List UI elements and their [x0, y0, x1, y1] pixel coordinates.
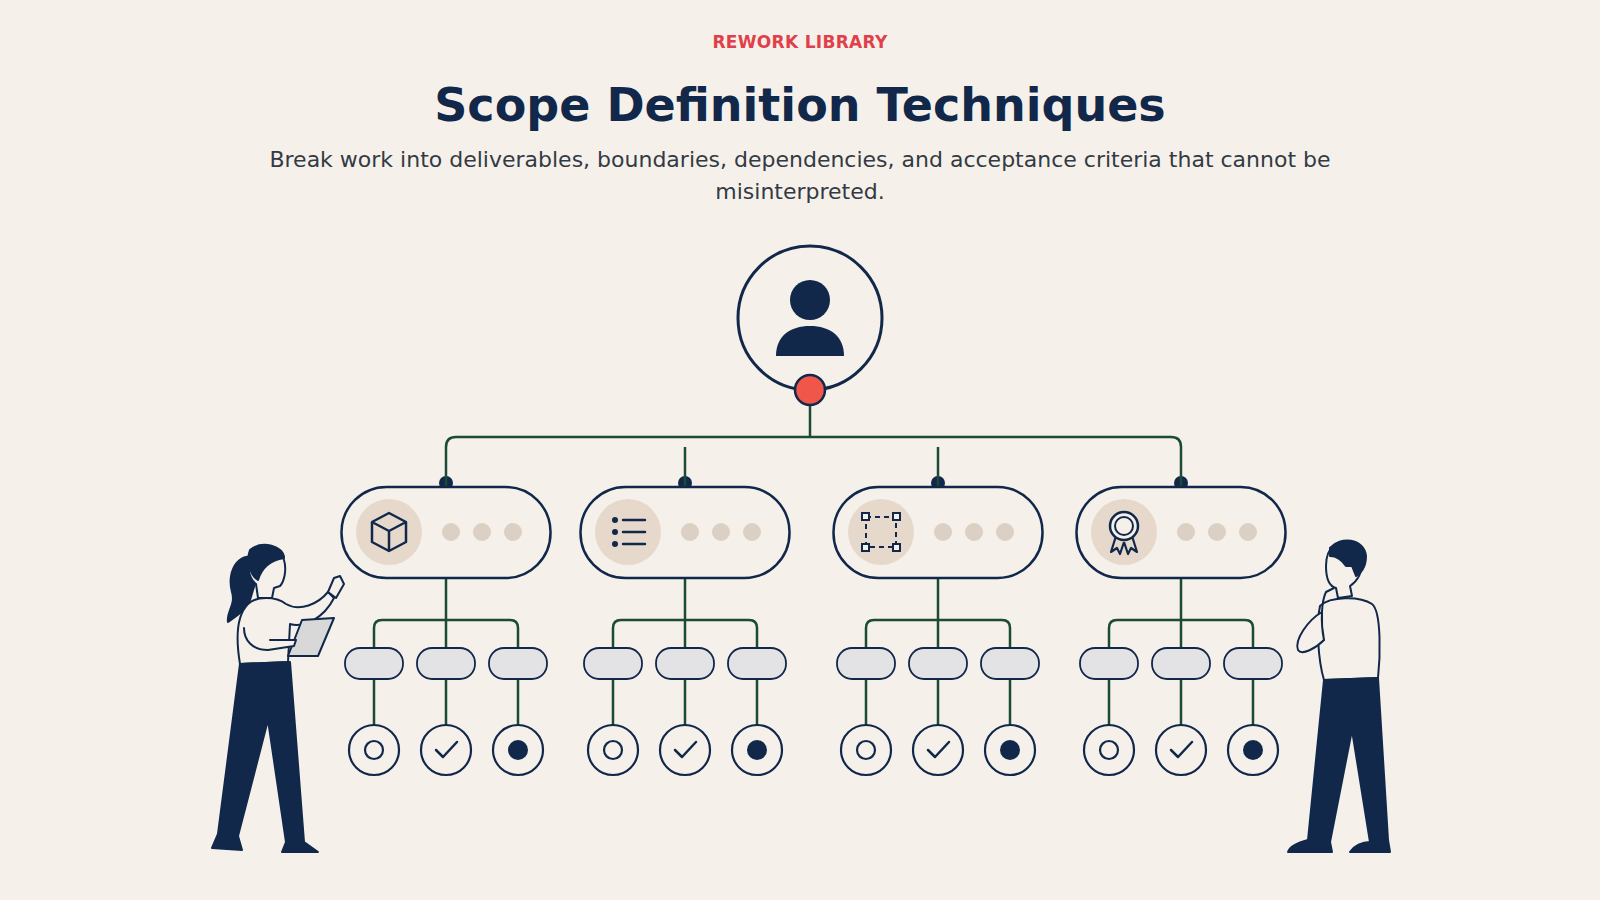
placeholder-dot	[442, 523, 460, 541]
status-circle	[1084, 725, 1134, 775]
red-dot	[795, 375, 825, 405]
status-circle	[1228, 725, 1278, 775]
status-circle	[913, 725, 963, 775]
icon-badge	[1091, 499, 1157, 565]
task-pill	[1152, 648, 1210, 679]
task-pill	[728, 648, 786, 679]
status-filled	[1000, 740, 1020, 760]
drop-line	[684, 447, 687, 487]
person-body	[776, 326, 844, 356]
placeholder-dot	[473, 523, 491, 541]
category-pill	[1077, 487, 1286, 578]
status-circle	[349, 725, 399, 775]
woman-figure	[212, 545, 344, 852]
status-circle	[421, 725, 471, 775]
task-pill	[909, 648, 967, 679]
status-filled	[1243, 740, 1263, 760]
status-circle	[588, 725, 638, 775]
page-caption: Break work into deliverables, boundaries…	[260, 144, 1340, 208]
status-check	[675, 742, 696, 757]
category-pill	[834, 487, 1043, 578]
person-head	[790, 280, 830, 320]
task-pill	[837, 648, 895, 679]
icon-badge	[848, 499, 914, 565]
category-icon	[1110, 512, 1138, 554]
task-pill	[1224, 648, 1282, 679]
category-icon	[372, 513, 406, 551]
status-open	[857, 741, 875, 759]
drop-line	[1180, 447, 1183, 487]
eyebrow-label: REWORK LIBRARY	[0, 32, 1600, 52]
status-check	[1171, 742, 1192, 757]
status-open	[604, 741, 622, 759]
status-circle	[660, 725, 710, 775]
status-open	[365, 741, 383, 759]
tree-diagram	[342, 246, 1286, 775]
task-pill	[981, 648, 1039, 679]
status-circle	[1156, 725, 1206, 775]
icon-badge	[595, 499, 661, 565]
status-filled	[747, 740, 767, 760]
placeholder-dot	[743, 523, 761, 541]
status-circle	[841, 725, 891, 775]
task-pill	[656, 648, 714, 679]
task-pill	[345, 648, 403, 679]
category-pill	[581, 487, 790, 578]
task-pill	[489, 648, 547, 679]
placeholder-dot	[934, 523, 952, 541]
category-icon	[862, 513, 900, 551]
status-circle	[732, 725, 782, 775]
drop-line	[937, 447, 940, 487]
man-figure	[1288, 540, 1390, 852]
page-title: Scope Definition Techniques	[0, 78, 1600, 132]
status-check	[436, 742, 457, 757]
placeholder-dot	[712, 523, 730, 541]
status-circle	[985, 725, 1035, 775]
icon-badge	[356, 499, 422, 565]
task-pill	[584, 648, 642, 679]
category-icon	[612, 517, 645, 547]
status-circle	[493, 725, 543, 775]
bus-line	[446, 400, 1181, 447]
status-check	[928, 742, 949, 757]
drop-line	[445, 447, 448, 487]
placeholder-dot	[996, 523, 1014, 541]
status-open	[1100, 741, 1118, 759]
placeholder-dot	[1239, 523, 1257, 541]
task-pill	[417, 648, 475, 679]
task-pill	[1080, 648, 1138, 679]
placeholder-dot	[681, 523, 699, 541]
placeholder-dot	[1208, 523, 1226, 541]
placeholder-dot	[1177, 523, 1195, 541]
placeholder-dot	[504, 523, 522, 541]
placeholder-dot	[965, 523, 983, 541]
owner-circle	[738, 246, 882, 390]
status-filled	[508, 740, 528, 760]
category-pill	[342, 487, 551, 578]
